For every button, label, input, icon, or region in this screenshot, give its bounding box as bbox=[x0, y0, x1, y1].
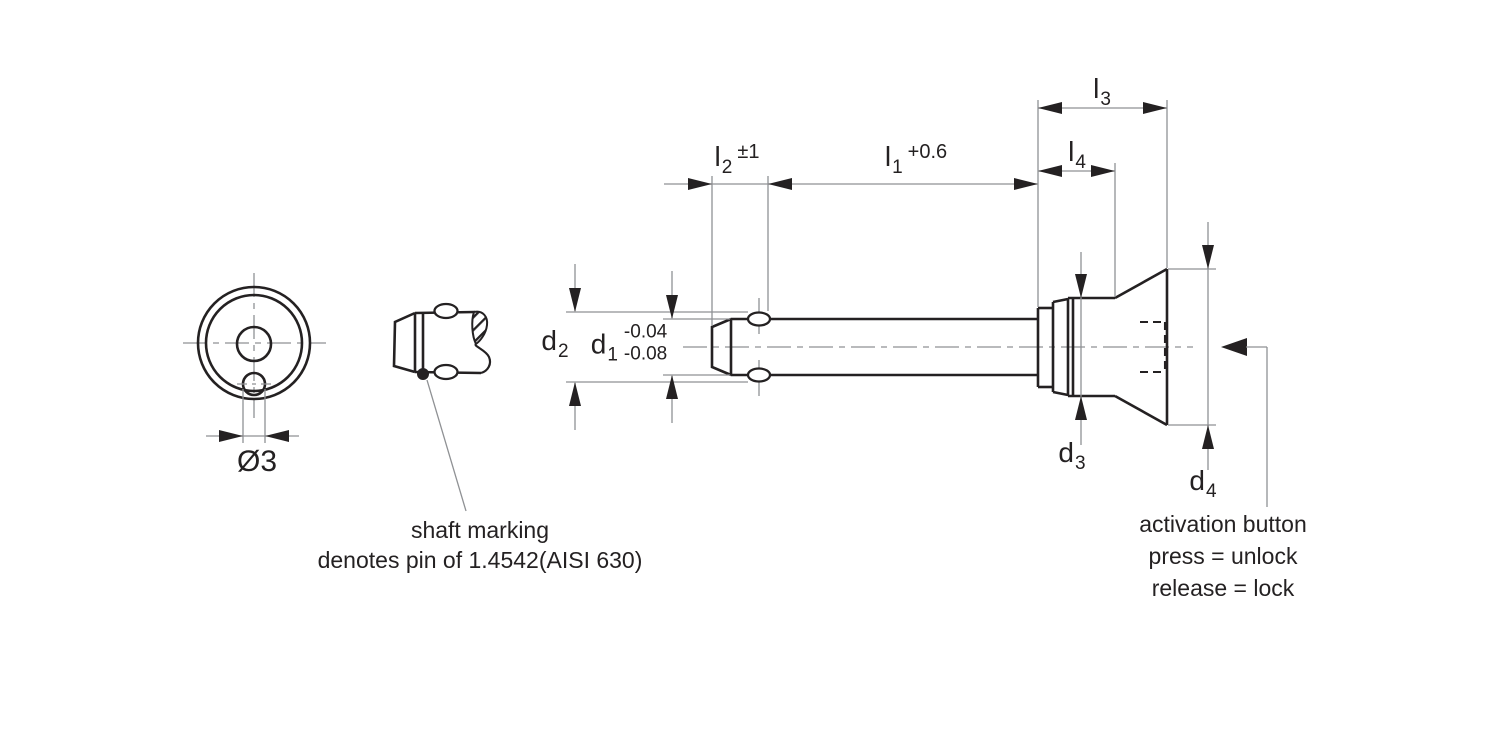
lock-ball-top bbox=[746, 311, 772, 327]
break-line bbox=[474, 343, 492, 375]
dimension-d1 bbox=[663, 271, 730, 423]
arrowhead bbox=[1202, 425, 1214, 449]
detail-ball-bottom bbox=[433, 363, 459, 381]
head-collar bbox=[1036, 267, 1169, 427]
activation-button-pointer bbox=[1221, 338, 1268, 507]
shaft-marking-leader-line bbox=[426, 379, 467, 512]
front-view-inner-circle bbox=[204, 293, 304, 393]
front-view bbox=[183, 273, 326, 443]
dimension-d2 bbox=[566, 264, 748, 430]
arrowhead bbox=[1014, 178, 1038, 190]
front-view-outer-circle bbox=[196, 285, 312, 401]
dimension-ball-diameter bbox=[206, 389, 299, 443]
detail-nose-chamfer bbox=[392, 311, 416, 374]
break-section-hatch bbox=[471, 310, 489, 346]
arrowhead bbox=[1091, 165, 1115, 177]
dimension-d4 bbox=[1168, 222, 1216, 470]
arrowhead bbox=[569, 382, 581, 406]
hidden-button-outline bbox=[1140, 320, 1167, 374]
dimension-l3 bbox=[1037, 100, 1168, 307]
arrowhead bbox=[666, 295, 678, 319]
side-view bbox=[683, 267, 1193, 427]
detail-ball-top bbox=[433, 302, 459, 320]
arrowhead bbox=[569, 288, 581, 312]
arrowhead bbox=[1143, 102, 1167, 114]
arrowhead bbox=[1038, 165, 1062, 177]
arrowhead bbox=[1038, 102, 1062, 114]
arrowhead bbox=[265, 430, 289, 442]
lock-ball-bottom bbox=[746, 367, 772, 383]
arrowhead bbox=[666, 375, 678, 399]
arrowhead bbox=[768, 178, 792, 190]
nose-chamfer bbox=[710, 317, 732, 377]
arrowhead bbox=[1075, 274, 1087, 298]
arrowhead bbox=[688, 178, 712, 190]
detail-view bbox=[392, 302, 492, 512]
shaft-marking-dot bbox=[417, 368, 429, 380]
front-view-center-hole bbox=[235, 325, 273, 363]
arrowhead bbox=[1075, 396, 1087, 420]
dimension-d3 bbox=[1075, 252, 1087, 445]
dimension-l2-l1 bbox=[664, 176, 1038, 326]
activation-arrowhead bbox=[1221, 338, 1247, 356]
dimension-l4 bbox=[1038, 163, 1116, 297]
arrowhead bbox=[219, 430, 243, 442]
arrowhead bbox=[1202, 245, 1214, 269]
